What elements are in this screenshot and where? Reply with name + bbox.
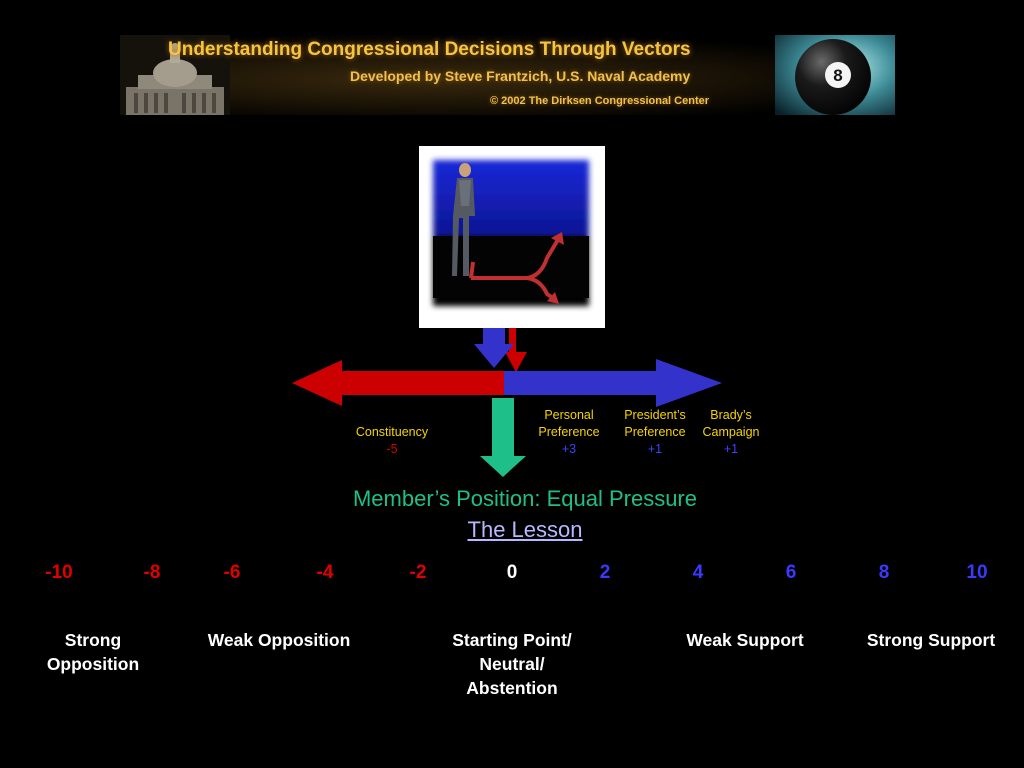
scale-tick: -10 [45,562,73,583]
person-at-crossroads-icon [433,160,589,306]
eight-ball-icon: 8 [775,35,895,115]
category-neutral: Starting Point/ Neutral/ Abstention [427,628,597,700]
scale-tick: -6 [223,562,241,583]
pressure-value: +3 [561,442,577,456]
pressure-constituency: Constituency -5 [342,424,442,458]
pressure-name-line1: Brady’s [710,408,752,422]
scale-tick: 10 [966,562,988,583]
scale-tick: 0 [506,562,518,583]
scale-tick: -8 [143,562,161,583]
pressure-name-line2: Campaign [702,425,760,439]
pressure-name-line1: President’s [624,408,686,422]
banner-author: Developed by Steve Frantzich, U.S. Naval… [350,68,691,84]
banner-title: Understanding Congressional Decisions Th… [168,39,691,60]
red-incoming-vector [509,328,516,352]
pressure-bradys-campaign: Brady’s Campaign +1 [694,407,768,458]
pressure-name-line2: Preference [538,425,600,439]
pressure-name-line1: Personal [544,408,594,422]
pressure-name-line2: Preference [624,425,686,439]
category-line: Opposition [46,654,140,674]
category-line: Weak Support [686,630,804,650]
member-position-title: Member’s Position: Equal Pressure [352,486,697,511]
lesson-link-container: The Lesson [0,517,1024,543]
category-line: Starting Point/ [452,630,572,650]
pressure-value: -5 [386,442,398,456]
category-strong-opposition: Strong Opposition [23,628,163,676]
capitol-building-icon [120,35,230,115]
blue-incoming-vector [483,328,505,344]
scale-tick: 6 [785,562,797,583]
category-line: Abstention [466,678,558,698]
pressure-name: Constituency [355,425,429,439]
category-line: Neutral/ [479,654,545,674]
positive-pressure-arrow [504,359,722,407]
svg-text:8: 8 [833,66,842,85]
result-vector-head [480,456,526,477]
category-weak-opposition: Weak Opposition [189,628,369,652]
category-line: Weak Opposition [207,630,351,650]
scale-tick: 8 [878,562,890,583]
header-banner: Understanding Congressional Decisions Th… [120,35,895,115]
scale-tick: -4 [316,562,334,583]
pressure-presidents-preference: President’s Preference +1 [613,407,697,458]
pressure-value: +1 [723,442,739,456]
category-weak-support: Weak Support [665,628,825,652]
banner-copyright: © 2002 The Dirksen Congressional Center [490,95,710,107]
negative-pressure-arrow [292,360,504,406]
red-incoming-vector-head [505,352,527,372]
category-line: Strong Support [866,630,996,650]
pressure-personal-preference: Personal Preference +3 [527,407,611,458]
pressure-value: +1 [647,442,663,456]
blue-incoming-vector-head [474,344,514,368]
category-line: Strong [64,630,122,650]
scale-tick: -2 [409,562,427,583]
the-lesson-link[interactable]: The Lesson [467,517,583,542]
illustration-frame [419,146,605,328]
result-vector [492,398,514,456]
category-strong-support: Strong Support [851,628,1011,652]
scale-tick: 4 [692,562,704,583]
scale-tick: 2 [599,562,611,583]
